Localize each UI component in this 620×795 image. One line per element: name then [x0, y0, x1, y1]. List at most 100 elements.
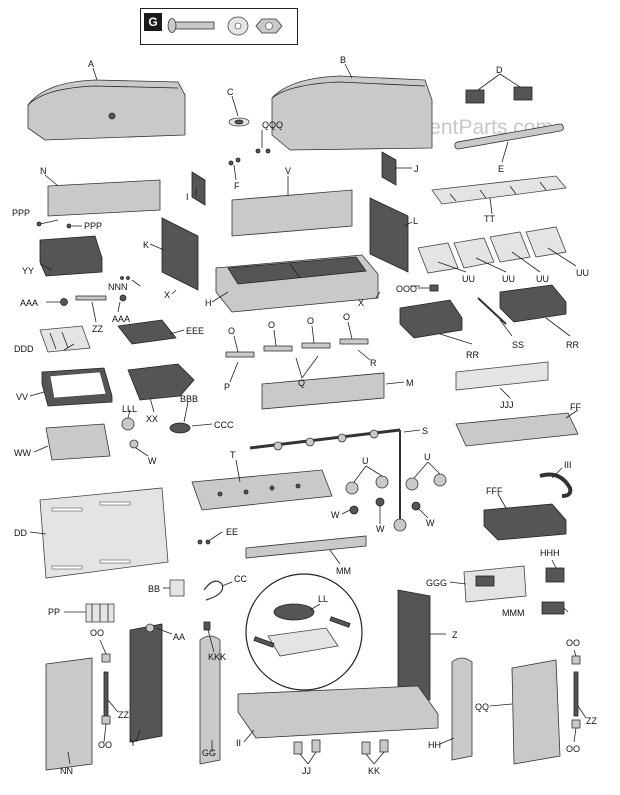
- label-yy: YY: [22, 266, 34, 276]
- part-o-burners: [225, 338, 369, 358]
- label-rr2: RR: [566, 340, 579, 350]
- label-uu3: UU: [536, 274, 549, 284]
- label-m: M: [406, 378, 414, 388]
- label-oo2: OO: [98, 740, 112, 750]
- label-rr1: RR: [466, 350, 479, 360]
- label-ii: II: [236, 738, 241, 748]
- label-c: C: [227, 87, 234, 97]
- label-nnn: NNN: [108, 282, 128, 292]
- part-qqq-screws: [255, 148, 271, 154]
- label-pp: PP: [48, 607, 60, 617]
- part-jj-wheels: [293, 739, 321, 755]
- label-f: F: [234, 181, 240, 191]
- label-b: B: [340, 55, 346, 65]
- label-w4: W: [426, 518, 435, 528]
- label-ppp2: PPP: [84, 221, 102, 231]
- part-dd-back-panel: [39, 487, 169, 579]
- label-z: Z: [452, 630, 458, 640]
- part-hhh-plate: [545, 567, 565, 583]
- part-kkk-clip: [203, 621, 211, 631]
- label-k: K: [143, 240, 149, 250]
- label-u1: U: [362, 456, 369, 466]
- label-zz1: ZZ: [92, 324, 103, 334]
- part-fff-drawer: [483, 503, 567, 541]
- label-n: N: [40, 166, 47, 176]
- label-nn: NN: [60, 766, 73, 776]
- label-jj: JJ: [302, 766, 311, 776]
- label-ooo: OOO: [396, 284, 417, 294]
- part-xx-side-burner: [127, 363, 195, 401]
- part-a-left-lid: [27, 79, 186, 141]
- label-ggg: GGG: [426, 578, 447, 588]
- part-ooo-igniter: [429, 284, 439, 292]
- label-e: E: [498, 164, 504, 174]
- part-bbb-valve: [169, 422, 191, 434]
- part-aa-hinge: [145, 623, 155, 633]
- inset-g-box: [140, 8, 298, 45]
- part-v-back-panel: [231, 189, 353, 237]
- label-o3: O: [307, 316, 314, 326]
- label-w3: W: [376, 524, 385, 534]
- part-c-logo: [228, 117, 250, 127]
- part-eee-side-tray: [117, 319, 177, 345]
- part-s-manifold: [249, 428, 407, 532]
- part-uu-cooking-grates: [417, 226, 567, 274]
- part-l-right-side-panel: [369, 197, 409, 273]
- label-uu1: UU: [462, 274, 475, 284]
- label-eee: EEE: [186, 326, 204, 336]
- part-mm-trim: [245, 535, 367, 559]
- label-q: Q: [298, 378, 305, 388]
- label-o2: O: [268, 320, 275, 330]
- label-qq: QQ: [475, 702, 489, 712]
- label-zz3: ZZ: [586, 716, 597, 726]
- label-ddd: DDD: [14, 344, 34, 354]
- label-a: A: [88, 59, 94, 69]
- label-ee: EE: [226, 527, 238, 537]
- part-ddd-side-grate: [39, 325, 91, 353]
- label-aaa1: AAA: [20, 298, 38, 308]
- label-l: L: [413, 216, 418, 226]
- label-vv: VV: [16, 392, 28, 402]
- label-xx: XX: [146, 414, 158, 424]
- part-bb-box: [169, 579, 185, 597]
- part-kk-wheels: [361, 739, 389, 755]
- label-ff: FF: [570, 402, 581, 412]
- inset-g-hardware: [167, 16, 283, 36]
- label-ccc: CCC: [214, 420, 234, 430]
- label-kk: KK: [368, 766, 380, 776]
- label-tt: TT: [484, 214, 495, 224]
- label-lll: LLL: [122, 404, 137, 414]
- label-hhh: HHH: [540, 548, 560, 558]
- label-oo4: OO: [566, 744, 580, 754]
- label-iii: III: [564, 460, 572, 470]
- part-d-lid-bumpers: [465, 86, 533, 104]
- part-e-lid-handle: [454, 123, 564, 150]
- label-r: R: [370, 358, 377, 368]
- label-j: J: [414, 164, 419, 174]
- label-gg: GG: [202, 748, 216, 758]
- part-ppp-screws: [36, 221, 72, 229]
- part-y-left-door: [129, 623, 163, 743]
- part-w-knob-small: [129, 439, 139, 449]
- part-f-clips: [228, 157, 241, 166]
- part-aaa-fittings: [60, 294, 127, 306]
- part-m-front-panel: [261, 372, 385, 410]
- part-ll-detail-circle: [245, 573, 363, 691]
- part-iii-handle: [539, 472, 573, 498]
- label-w2: W: [331, 510, 340, 520]
- part-ff-grease-tray: [455, 412, 579, 447]
- label-w1: W: [148, 456, 157, 466]
- label-bb: BB: [148, 584, 160, 594]
- part-ee-screws: [197, 539, 211, 545]
- part-nnn-screws: [120, 276, 130, 280]
- label-ppp1: PPP: [12, 208, 30, 218]
- part-cc-wire: [203, 580, 224, 601]
- part-vv-frame: [41, 367, 113, 407]
- part-ggg-panel: [463, 565, 527, 603]
- part-mmm-plate: [541, 601, 565, 615]
- part-k-left-side-panel: [161, 217, 199, 291]
- part-jjj-panel: [455, 361, 549, 391]
- label-y: Y: [130, 738, 136, 748]
- part-rr-heat-tents: [399, 284, 567, 339]
